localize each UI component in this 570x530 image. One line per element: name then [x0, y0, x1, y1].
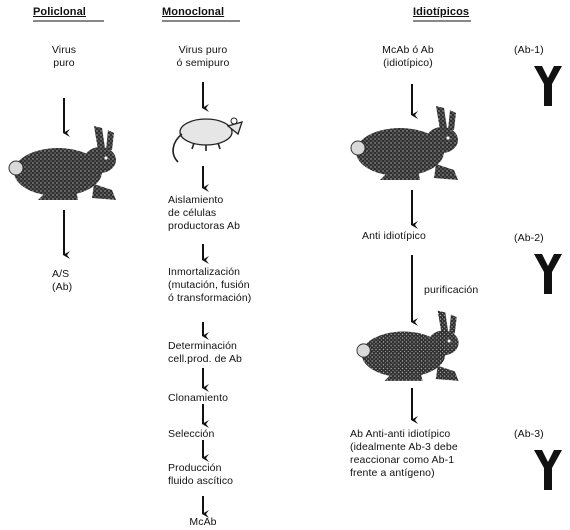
mouse-icon — [173, 118, 242, 162]
monoclonal-step-selection: Selección — [168, 428, 214, 441]
header-idiotypic: Idiotípicos — [413, 6, 469, 19]
monoclonal-step-isolation: Aislamiento de células productoras Ab — [168, 194, 240, 233]
monoclonal-step-ascitic-production: Producción fluido ascítico — [168, 462, 233, 488]
polyclonal-source: Virus puro — [52, 44, 76, 70]
label-ab2: (Ab-2) — [514, 232, 544, 245]
idiotypic-source: McAb ó Ab (idiotípico) — [382, 44, 434, 70]
idiotypic-rabbit-1-icon — [351, 106, 458, 180]
polyclonal-result: A/S (Ab) — [52, 268, 72, 294]
polyclonal-rabbit-icon — [9, 126, 116, 200]
monoclonal-source: Virus puro ó semipuro — [177, 44, 230, 70]
antibody-y-icon-ab3 — [534, 450, 562, 490]
antibody-y-icon-ab2 — [534, 254, 562, 294]
monoclonal-step-cloning: Clonamiento — [168, 392, 228, 405]
idiotypic-purification: purificación — [424, 284, 478, 297]
monoclonal-step-determination: Determinación cell.prod. de Ab — [168, 340, 242, 366]
idiotypic-rabbit-2-icon — [357, 311, 459, 381]
header-polyclonal: Policlonal — [33, 6, 86, 19]
antibody-y-icon-ab1 — [534, 66, 562, 106]
label-ab3: (Ab-3) — [514, 428, 544, 441]
monoclonal-result: McAb — [189, 516, 216, 529]
idiotypic-anti-anti: Ab Anti-anti idiotípico (idealmente Ab-3… — [350, 428, 458, 480]
monoclonal-step-immortalization: Inmortalización (mutación, fusión ó tran… — [168, 266, 251, 305]
label-ab1: (Ab-1) — [514, 44, 544, 57]
header-monoclonal: Monoclonal — [162, 6, 224, 19]
idiotypic-anti: Anti idiotípico — [362, 230, 426, 243]
